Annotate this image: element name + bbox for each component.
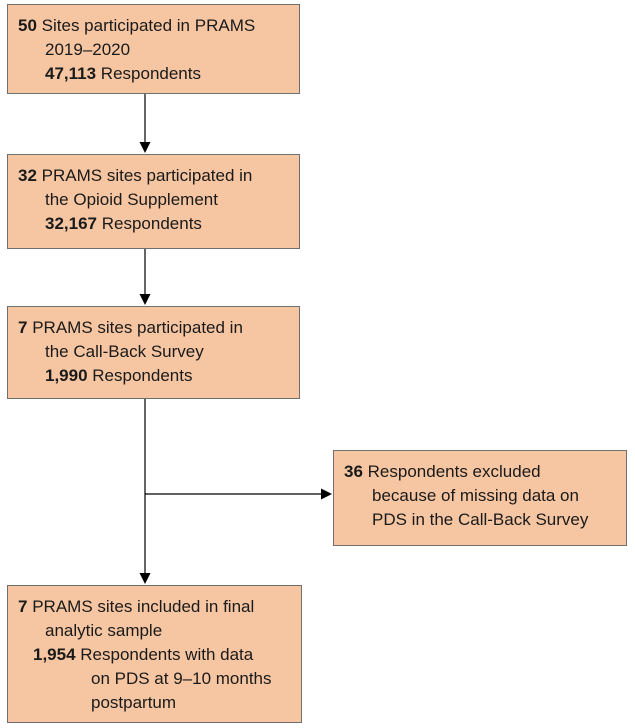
respondents-count: 47,113 xyxy=(45,64,97,83)
sites-count: 50 xyxy=(18,16,37,35)
box-excluded: 36 Respondents excluded because of missi… xyxy=(333,450,627,546)
callback-sites-label: PRAMS sites participated in xyxy=(32,318,243,337)
sites-years: 2019–2020 xyxy=(45,40,131,59)
excluded-count: 36 xyxy=(344,462,363,481)
respondents-label: Respondents xyxy=(100,64,201,83)
excluded-label: Respondents excluded xyxy=(367,462,541,481)
callback-sites-count: 7 xyxy=(18,318,28,337)
box-opioid-supplement: 32 PRAMS sites participated in the Opioi… xyxy=(7,154,300,249)
final-sites-label: PRAMS sites included in final xyxy=(32,597,255,616)
final-sites-count: 7 xyxy=(18,597,28,616)
final-respondents-label: Respondents with data xyxy=(80,645,254,664)
opioid-sites-label: PRAMS sites participated in xyxy=(41,166,253,185)
final-respondents-label-2: on PDS at 9–10 months xyxy=(91,669,272,688)
arrowhead-right-excluded xyxy=(321,488,332,500)
box-sites-2019-2020: 50 Sites participated in PRAMS 2019–2020… xyxy=(7,4,300,94)
box-call-back-survey: 7 PRAMS sites participated in the Call-B… xyxy=(7,306,300,399)
excluded-label-3: PDS in the Call-Back Survey xyxy=(372,510,589,529)
opioid-respondents-count: 32,167 xyxy=(45,214,97,233)
final-respondents-count: 1,954 xyxy=(33,645,76,664)
arrowhead-down-2 xyxy=(139,294,151,305)
arrowhead-down-1 xyxy=(139,142,151,153)
final-sites-label-2: analytic sample xyxy=(45,621,163,640)
opioid-respondents-label: Respondents xyxy=(101,214,202,233)
arrowhead-down-3 xyxy=(139,573,151,584)
sites-label: Sites participated in PRAMS xyxy=(41,16,256,35)
box-final-sample: 7 PRAMS sites included in final analytic… xyxy=(7,585,302,723)
opioid-sites-count: 32 xyxy=(18,166,37,185)
callback-sites-label-2: the Call-Back Survey xyxy=(45,342,204,361)
final-respondents-label-3: postpartum xyxy=(91,693,177,712)
callback-respondents-count: 1,990 xyxy=(45,366,88,385)
excluded-label-2: because of missing data on xyxy=(372,486,579,505)
callback-respondents-label: Respondents xyxy=(92,366,193,385)
opioid-sites-label-2: the Opioid Supplement xyxy=(45,190,218,209)
